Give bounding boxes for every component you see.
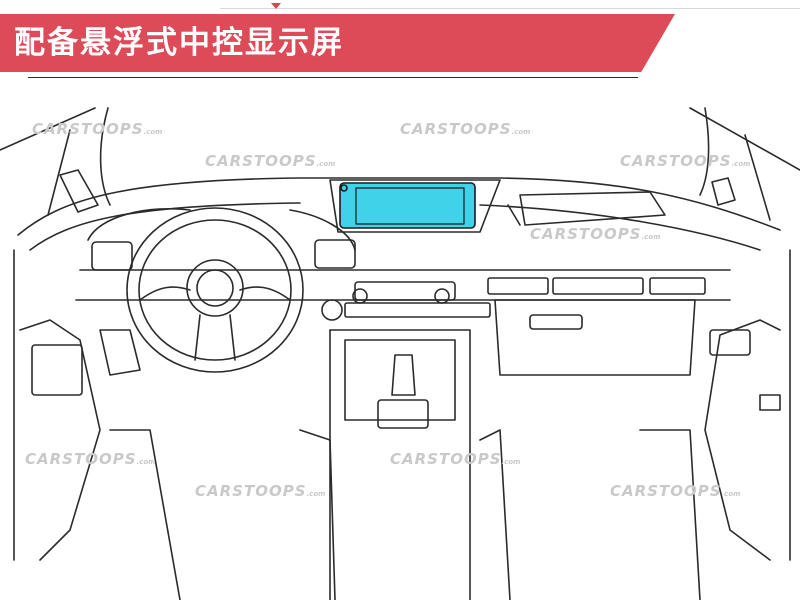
a-pillar-right bbox=[689, 107, 800, 221]
title-banner bbox=[0, 14, 675, 72]
driver-door bbox=[19, 319, 141, 561]
dashboard-outline bbox=[13, 177, 791, 561]
dashboard-line-drawing bbox=[0, 107, 800, 600]
center-stack bbox=[321, 281, 491, 600]
instrument-cluster bbox=[87, 207, 356, 271]
floating-display-screen bbox=[339, 182, 476, 229]
top-notch-marker bbox=[271, 3, 281, 9]
page-title: 配备悬浮式中控显示屏 bbox=[14, 25, 344, 61]
glovebox bbox=[494, 299, 696, 376]
steering-wheel bbox=[126, 207, 304, 373]
display-camera-dot bbox=[340, 184, 348, 192]
display-housing bbox=[329, 179, 501, 233]
a-pillar-left bbox=[0, 107, 111, 216]
display-screen-bezel bbox=[355, 187, 465, 225]
passenger-door bbox=[704, 319, 781, 561]
seats bbox=[109, 429, 701, 600]
passenger-dash-trim bbox=[507, 191, 666, 226]
center-vents bbox=[487, 277, 706, 295]
title-underline bbox=[28, 77, 638, 78]
gear-shifter bbox=[377, 354, 429, 429]
top-divider bbox=[220, 8, 800, 9]
